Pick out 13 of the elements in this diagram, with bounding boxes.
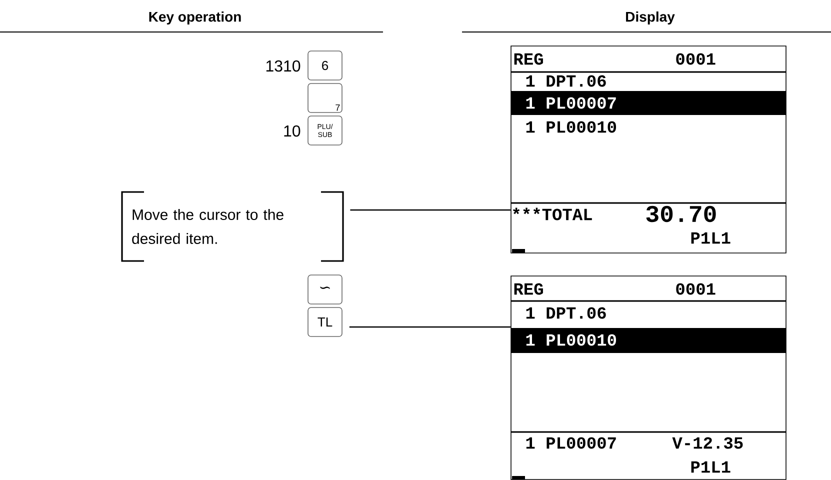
entry-number: 10 <box>284 125 300 137</box>
key-button: 7 <box>308 83 342 113</box>
key-button: 6 <box>308 50 342 80</box>
key-button: TL <box>308 307 342 337</box>
entry-number: 1310 <box>266 60 300 72</box>
connector-line <box>349 326 511 328</box>
column-heading: Key operation <box>149 11 241 25</box>
key-button: ∽ <box>308 274 342 304</box>
note-bracket: Move the cursor to the desired item. <box>121 191 344 262</box>
lcd-display: REG 0001 1 DPT.06 1 PL00010 1 PL00007 V-12.35 P1L1 <box>510 276 786 480</box>
connector-line <box>350 209 511 211</box>
column-heading: Display <box>626 11 675 25</box>
lcd-display: REG 0001 1 DPT.06 1 PL00007 1 PL00010 ***TOTAL 30.70 P1L1 <box>510 46 786 254</box>
